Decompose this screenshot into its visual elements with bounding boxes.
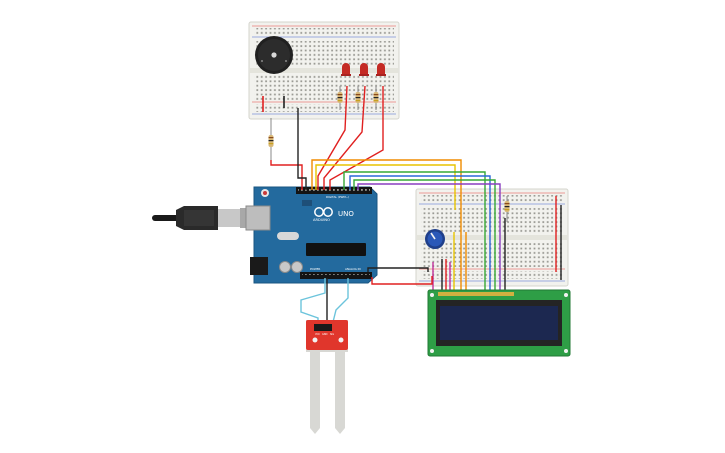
usb-cable-icon[interactable] (152, 206, 254, 230)
arduino-model-label: UNO (338, 210, 354, 218)
resistor-icon[interactable] (504, 196, 510, 222)
sensor-gnd-label: GND (322, 333, 328, 336)
led-icon[interactable] (376, 63, 386, 76)
arduino-power-label: POWER (310, 267, 320, 271)
wire[interactable] (311, 159, 501, 295)
lcd-icon[interactable] (427, 289, 571, 357)
wire[interactable] (367, 267, 433, 285)
arduino-analog-label: ANALOG IN (345, 267, 361, 271)
resistor-icon[interactable] (355, 86, 361, 110)
buzzer-icon[interactable] (255, 36, 293, 74)
wire[interactable] (300, 278, 349, 323)
soil-sensor-icon[interactable] (306, 320, 348, 434)
sensor-vcc-label: VCC (315, 333, 320, 336)
arduino-uno-board[interactable] (245, 186, 378, 284)
arduino-brand-label: ARDUINO (313, 218, 330, 222)
resistor-icon[interactable] (268, 118, 274, 160)
potentiometer-icon[interactable] (425, 229, 445, 249)
arduino-digital-label: DIGITAL (PWM~) (326, 195, 349, 199)
resistor-icon[interactable] (373, 86, 379, 110)
resistor-icon[interactable] (337, 86, 343, 110)
led-icon[interactable] (341, 63, 351, 76)
led-icon[interactable] (359, 63, 369, 76)
sensor-sig-label: SIG (330, 333, 334, 336)
